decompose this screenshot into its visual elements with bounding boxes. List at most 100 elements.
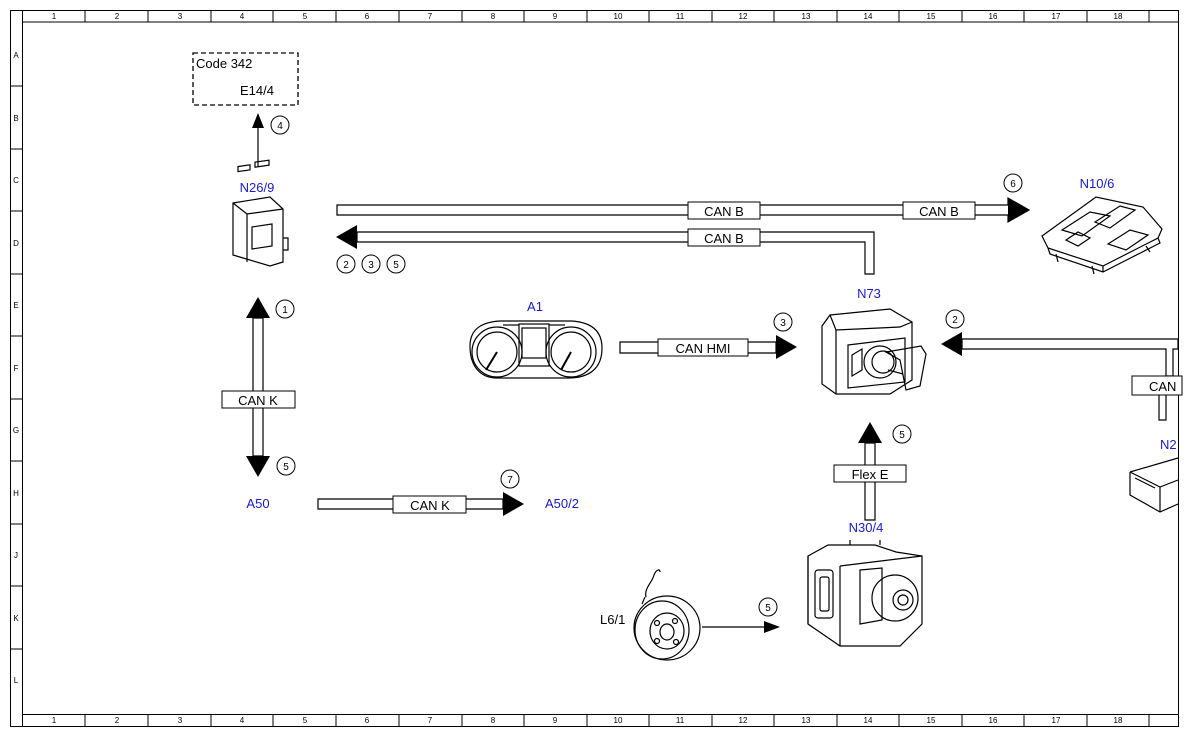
- ruler-columns-bottom: 1 2 3 4 5 6 7 8 9 10 11 12 13 14 15 16 1…: [52, 716, 1123, 725]
- label-a50: A50: [246, 496, 269, 511]
- label-l6-1: L6/1: [600, 612, 625, 627]
- ruler-col-16: 16: [989, 716, 998, 725]
- ruler-col-10: 10: [614, 716, 623, 725]
- ruler-col-4: 4: [240, 12, 245, 21]
- callout-2: 2: [336, 254, 356, 274]
- ruler-col-8: 8: [491, 12, 496, 21]
- bus-label-can-k-vertical: CAN K: [238, 393, 278, 408]
- ruler-col-2: 2: [115, 716, 120, 725]
- svg-text:1: 1: [282, 305, 288, 316]
- ruler-col-13: 13: [802, 12, 811, 21]
- svg-text:5: 5: [393, 260, 399, 271]
- arrow-n26-9-to-code: [252, 113, 264, 167]
- ruler-col-4: 4: [240, 716, 245, 725]
- callout-3: 3: [361, 254, 381, 274]
- ruler-col-7: 7: [428, 12, 433, 21]
- bus-label-flex-e: Flex E: [852, 467, 889, 482]
- ignition-switch-icon: [821, 308, 927, 395]
- module-n2-partial-icon: [1129, 457, 1179, 513]
- bus-can-b-top: CAN B CAN B: [336, 196, 1031, 224]
- ruler-col-6: 6: [365, 12, 370, 21]
- instrument-cluster-icon: [469, 320, 603, 379]
- bus-label-can-k-horizontal: CAN K: [410, 498, 450, 513]
- ruler-row-g: G: [13, 426, 19, 435]
- callout-6: 6: [1003, 173, 1023, 193]
- svg-text:5: 5: [283, 462, 289, 473]
- module-n26-9-icon: [232, 159, 289, 267]
- callout-5: 5: [892, 424, 912, 444]
- callout-4: 4: [270, 115, 290, 135]
- ruler-col-6: 6: [365, 716, 370, 725]
- svg-text:5: 5: [765, 603, 771, 614]
- ruler-col-15: 15: [927, 716, 936, 725]
- bus-label-can-b-1: CAN B: [704, 204, 744, 219]
- ruler-col-9: 9: [553, 716, 558, 725]
- bus-label-can-b-3: CAN B: [704, 231, 744, 246]
- svg-text:7: 7: [507, 475, 513, 486]
- ruler-row-a: A: [13, 51, 19, 60]
- callout-1: 1: [275, 299, 295, 319]
- ruler-col-14: 14: [864, 12, 873, 21]
- bus-can-b-return: CAN B: [336, 225, 875, 275]
- bus-can-k-horizontal: CAN K: [317, 492, 524, 516]
- ruler-row-l: L: [14, 676, 19, 685]
- svg-text:6: 6: [1010, 179, 1016, 190]
- ruler-row-d: D: [13, 239, 19, 248]
- ruler-col-12: 12: [739, 12, 748, 21]
- bus-label-can-partial: CAN: [1149, 379, 1176, 394]
- label-n10-6: N10/6: [1080, 176, 1115, 191]
- ruler-rows: A B C D E F G H J K L: [13, 51, 19, 685]
- ruler-col-18: 18: [1114, 12, 1123, 21]
- svg-text:3: 3: [780, 318, 786, 329]
- ruler-col-18: 18: [1114, 716, 1123, 725]
- ruler-col-11: 11: [676, 716, 685, 725]
- ruler-col-1: 1: [52, 12, 57, 21]
- ruler-col-17: 17: [1052, 716, 1061, 725]
- ruler-col-15: 15: [927, 12, 936, 21]
- esp-unit-icon: [807, 540, 923, 647]
- ruler-col-17: 17: [1052, 12, 1061, 21]
- ruler-col-9: 9: [553, 12, 558, 21]
- ruler-col-10: 10: [614, 12, 623, 21]
- ruler-row-f: F: [14, 364, 19, 373]
- ruler-row-e: E: [13, 301, 18, 310]
- ruler-columns-top: 1 2 3 4 5 6 7 8 9 10 11 12 13 14 15 16 1…: [52, 12, 1123, 21]
- ruler-col-12: 12: [739, 716, 748, 725]
- callout-5: 5: [758, 597, 778, 617]
- ruler-row-h: H: [13, 489, 19, 498]
- ruler-col-7: 7: [428, 716, 433, 725]
- bus-from-n2: CAN: [941, 332, 1183, 421]
- svg-text:4: 4: [277, 121, 283, 132]
- arrow-l6-1-to-n30-4: [702, 621, 780, 633]
- bus-label-can-hmi: CAN HMI: [676, 341, 731, 356]
- svg-text:3: 3: [368, 260, 374, 271]
- callout-5: 5: [276, 456, 296, 476]
- code-label: Code 342: [196, 56, 252, 71]
- bus-flex-e: Flex E: [833, 422, 907, 521]
- callout-2: 2: [945, 309, 965, 329]
- bus-label-can-b-2: CAN B: [919, 204, 959, 219]
- grid-frame: [10, 10, 1179, 727]
- ruler-col-13: 13: [802, 716, 811, 725]
- callout-7: 7: [500, 469, 520, 489]
- callout-5: 5: [386, 254, 406, 274]
- code-box: Code 342 E14/4: [192, 52, 299, 106]
- ruler-row-b: B: [13, 114, 18, 123]
- label-n30-4: N30/4: [849, 520, 884, 535]
- label-n73: N73: [857, 286, 881, 301]
- bus-can-hmi: CAN HMI: [619, 335, 797, 359]
- bus-can-k-vertical: CAN K: [221, 297, 296, 477]
- ruler-col-3: 3: [178, 716, 183, 725]
- ruler-col-14: 14: [864, 716, 873, 725]
- ruler-col-2: 2: [115, 12, 120, 21]
- label-n2-partial: N2: [1160, 437, 1177, 452]
- svg-text:5: 5: [899, 430, 905, 441]
- ruler-row-j: J: [14, 551, 18, 560]
- svg-text:2: 2: [952, 315, 958, 326]
- label-a1: A1: [527, 299, 543, 314]
- callout-3: 3: [773, 312, 793, 332]
- ruler-row-c: C: [13, 176, 19, 185]
- code-component-label: E14/4: [240, 83, 274, 98]
- svg-text:2: 2: [343, 260, 349, 271]
